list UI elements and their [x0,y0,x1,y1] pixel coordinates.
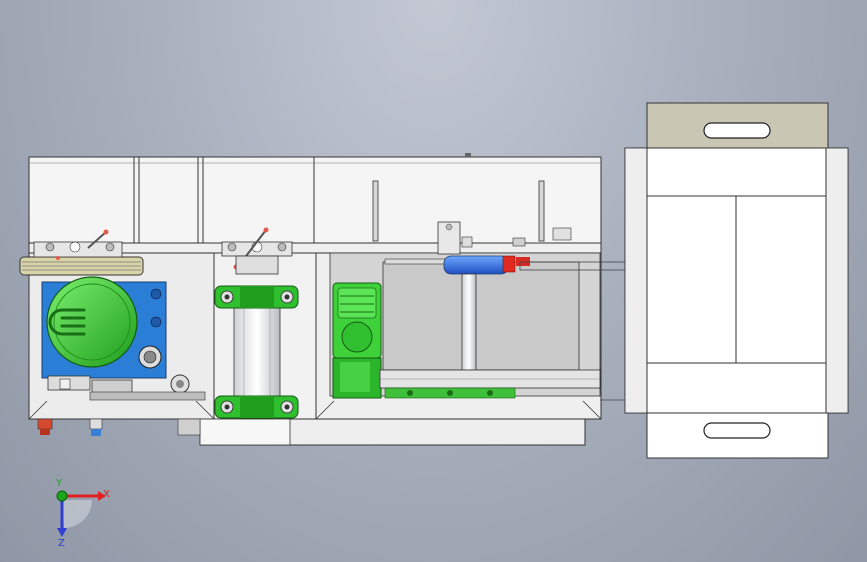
x-axis-arrowhead [98,491,106,501]
y-axis-dot [56,490,68,502]
x-axis-label: X [103,489,110,500]
collection-tray [624,102,849,459]
drive-motor [41,276,167,379]
lower-rails [379,369,601,399]
pulley-assembly [19,229,144,276]
z-axis-arrowhead [57,528,67,537]
y-axis-label: Y [55,478,63,489]
roller-column [214,227,299,419]
gear-motor [332,282,382,399]
pneumatic-cylinder [384,221,572,371]
z-axis-label: Z [58,538,65,549]
tensioner-mechanism [47,374,206,401]
axis-triad[interactable]: X Y Z [55,478,110,549]
bottom-fittings [37,418,201,436]
